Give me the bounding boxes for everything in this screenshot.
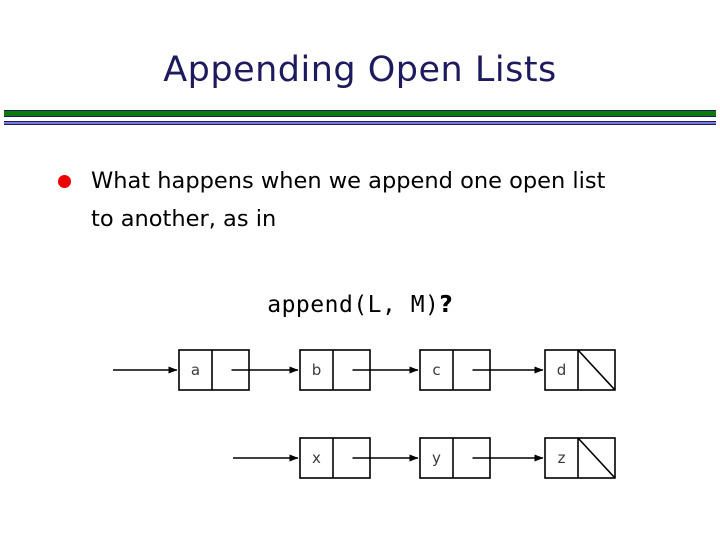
nil-slash-icon: [577, 437, 616, 479]
bullet-item-text: What happens when we append one open lis…: [91, 168, 606, 232]
append-call-code: append(L, M): [267, 292, 440, 318]
cons-cell-label: z: [558, 449, 566, 467]
cons-cell-c: c: [419, 349, 544, 391]
bullet-item: What happens when we append one open lis…: [58, 162, 658, 238]
cons-cell-label: a: [191, 361, 200, 379]
cons-cell-label: c: [432, 361, 440, 379]
list-l-row: a b c d: [113, 349, 616, 391]
question-mark: ?: [439, 292, 453, 318]
cons-cell-label: x: [312, 449, 321, 467]
list-diagram-svg: a b c d x y z: [113, 349, 616, 479]
cons-cell-z: z: [544, 437, 616, 479]
title-divider: [4, 110, 716, 125]
page-title: Appending Open Lists: [163, 50, 557, 90]
cons-cell-a: a: [178, 349, 299, 391]
cons-cell-label: d: [557, 361, 567, 379]
open-list-append-diagram: a b c d x y z: [0, 330, 720, 510]
bullet-dot-icon: [58, 175, 71, 188]
nil-slash-icon: [577, 349, 616, 391]
cons-cell-label: y: [432, 449, 441, 467]
divider-green-bar: [4, 110, 716, 117]
cons-cell-label: b: [312, 361, 322, 379]
list-m-row: x y z: [233, 437, 616, 479]
cons-cell-box: [544, 349, 616, 391]
cons-cell-y: y: [419, 437, 544, 479]
cons-cell-x: x: [299, 437, 419, 479]
divider-blue-bar: [4, 121, 716, 125]
cons-cell-d: d: [544, 349, 616, 391]
cons-cell-box: [544, 437, 616, 479]
code-line: append(L, M)?: [0, 292, 720, 318]
cons-cell-b: b: [299, 349, 419, 391]
